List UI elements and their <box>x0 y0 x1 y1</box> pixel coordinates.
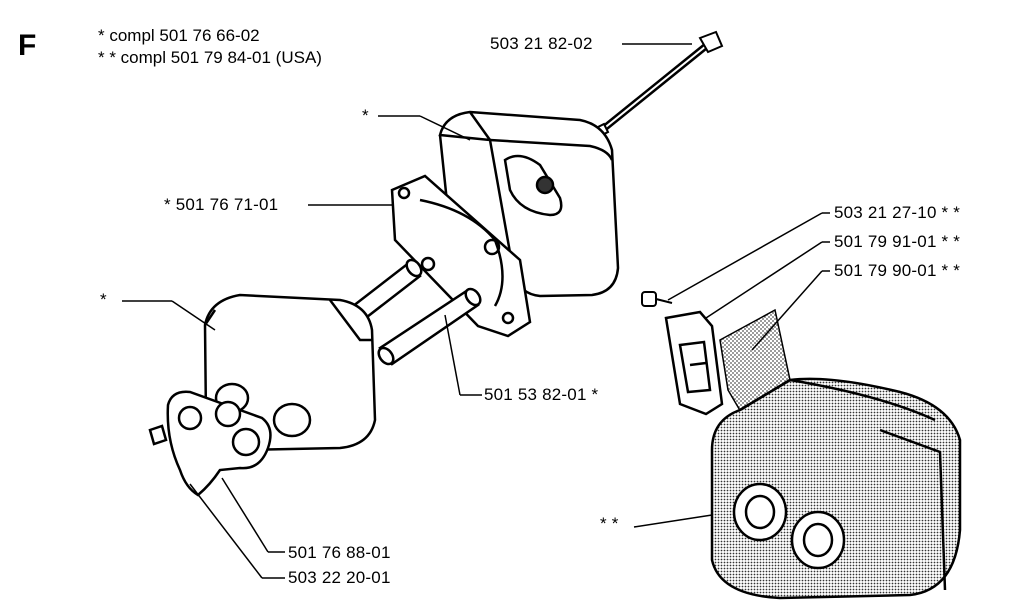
usa-muffler-part <box>710 377 962 600</box>
bolt-part <box>594 30 724 138</box>
label-top-cover-mark: * <box>362 106 369 125</box>
label-usa-muffler-mark: * * <box>600 514 619 533</box>
label-screw: 503 21 27-10 * * <box>834 203 961 222</box>
leader-lines <box>122 43 830 579</box>
lower-housing-part <box>203 293 377 452</box>
label-guard-plate: 501 76 88-01 <box>288 543 391 562</box>
screw-part <box>641 291 673 307</box>
legend-double-star: * * compl 501 79 84-01 (USA) <box>98 48 322 67</box>
label-gasket: * 501 76 71-01 <box>164 195 279 214</box>
guard-plate-part <box>148 390 272 497</box>
label-lower-housing-mark: * <box>100 290 107 309</box>
label-nut: 503 22 20-01 <box>288 568 391 587</box>
label-plate: 501 79 91-01 * * <box>834 232 961 251</box>
plate-part <box>664 310 724 416</box>
section-letter: F <box>18 29 37 62</box>
label-bolt: 503 21 82-02 <box>490 34 593 53</box>
gasket-part <box>390 174 532 338</box>
legend-single-star: * compl 501 76 66-02 <box>98 26 260 45</box>
label-screen: 501 79 90-01 * * <box>834 261 961 280</box>
label-spacer: 501 53 82-01 * <box>484 385 599 404</box>
